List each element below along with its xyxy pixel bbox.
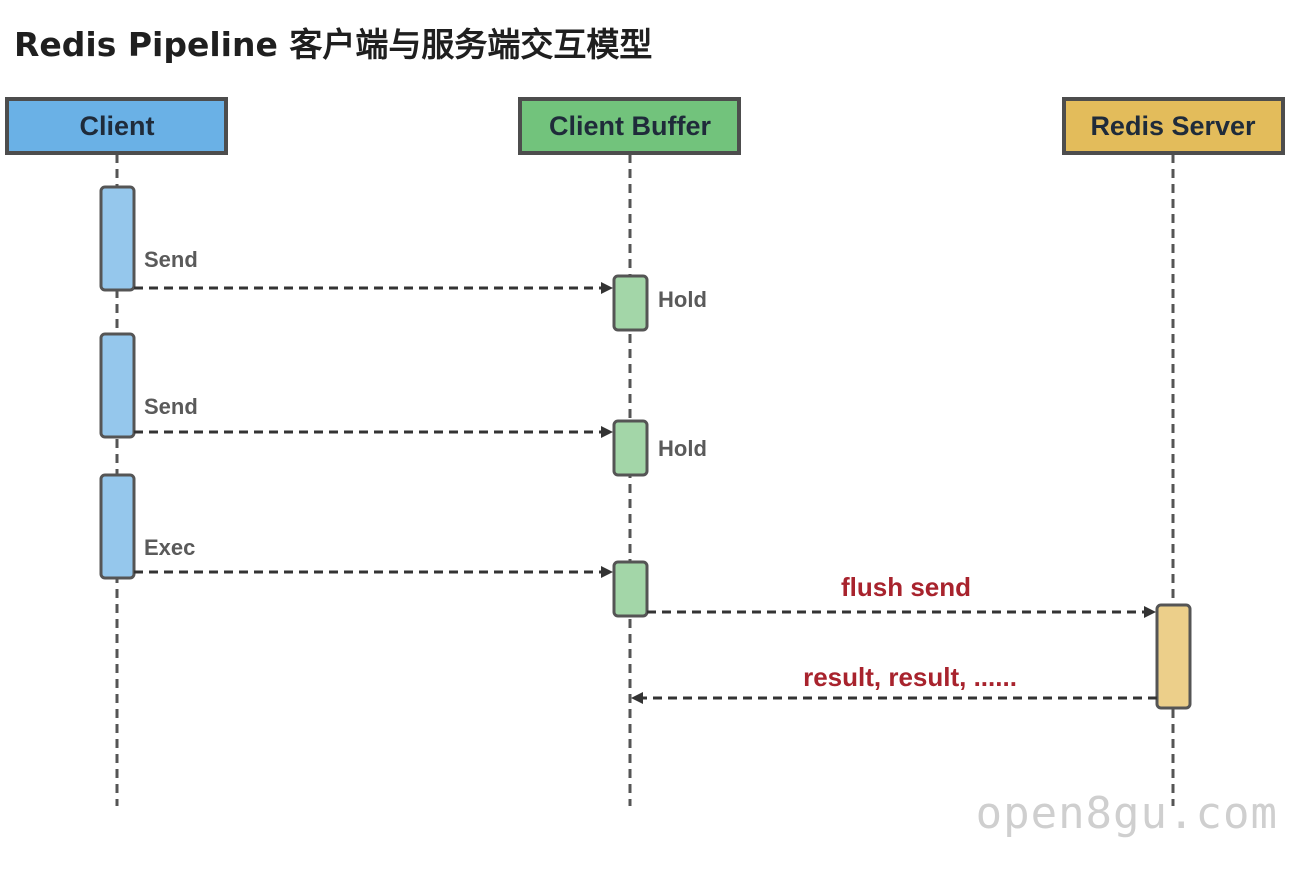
diagram-title: Redis Pipeline 客户端与服务端交互模型 xyxy=(14,25,653,64)
buffer-activation-2 xyxy=(612,419,649,477)
buffer-activation-3 xyxy=(612,560,649,618)
client-header-label: Client xyxy=(79,111,154,141)
client-header-box xyxy=(5,97,228,155)
client-activation-2 xyxy=(99,332,136,439)
buffer-activation-1 xyxy=(612,274,649,332)
client-activation-1 xyxy=(99,185,136,292)
message-label-exec: Exec xyxy=(144,535,195,560)
hold-label-1: Hold xyxy=(658,287,707,312)
hold-label-2: Hold xyxy=(658,436,707,461)
server-participant: Redis Server xyxy=(1062,97,1285,155)
server-header-label: Redis Server xyxy=(1090,111,1256,141)
client-activation-3 xyxy=(99,473,136,580)
server-header-box xyxy=(1062,97,1285,155)
message-label-send-2: Send xyxy=(144,394,198,419)
buffer-header-label: Client Buffer xyxy=(549,111,711,141)
message-label-results: result, result, ...... xyxy=(803,662,1017,692)
server-activation xyxy=(1155,603,1192,710)
client-participant: Client xyxy=(5,97,228,155)
message-label-flush-send: flush send xyxy=(841,572,971,602)
message-label-send-1: Send xyxy=(144,247,198,272)
buffer-header-box xyxy=(518,97,741,155)
buffer-participant: Client Buffer xyxy=(518,97,741,155)
watermark: open8gu.com xyxy=(975,788,1278,839)
